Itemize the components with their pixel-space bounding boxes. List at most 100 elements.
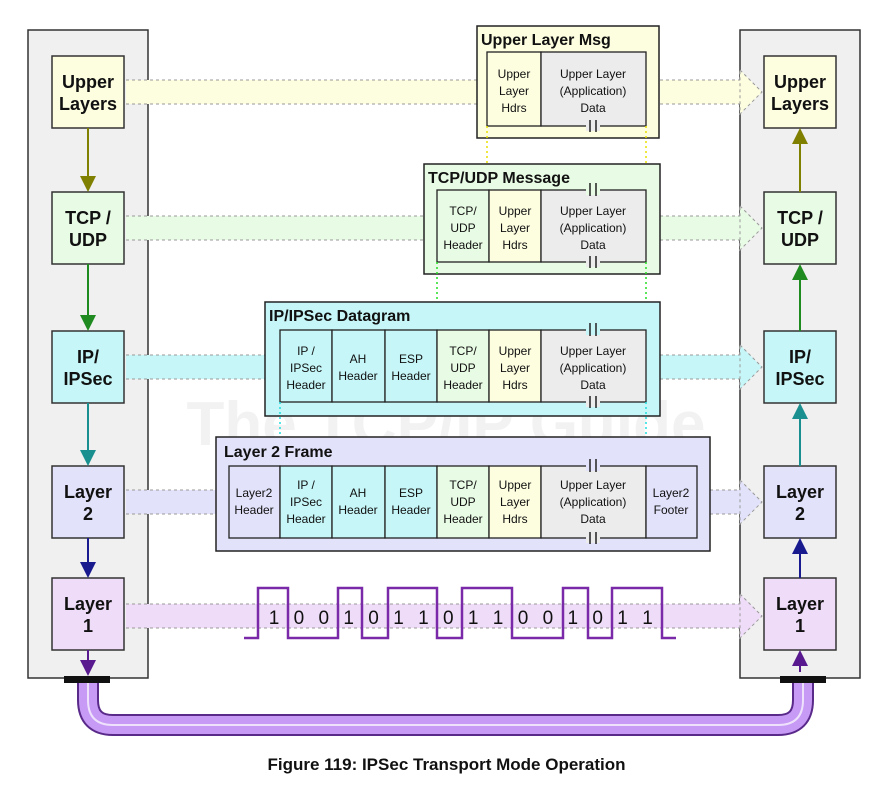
tcp-msg-tcp-3: Header — [443, 238, 482, 252]
bit-label: 0 — [592, 608, 603, 629]
ip-dg-ah-1: AH — [350, 352, 367, 366]
flow-band-upper — [126, 68, 763, 116]
l2-frame-title: Layer 2 Frame — [224, 444, 333, 461]
l2-hdrs-2: Layer — [500, 495, 530, 509]
ip-ipsec-datagram-packet: IP/IPSec Datagram IP / IPSec Header AH H… — [264, 301, 661, 417]
ip-dg-hdrs-2: Layer — [500, 361, 530, 375]
left-l2-label-1: Layer — [64, 482, 112, 502]
l2-ip-1: IP / — [297, 478, 315, 492]
ip-dg-ip-1: IP / — [297, 344, 315, 358]
right-l1-label-1: Layer — [776, 594, 824, 614]
ip-dg-ip-2: IPSec — [290, 361, 322, 375]
bit-label: 1 — [617, 608, 628, 629]
layer2-frame-packet: Layer 2 Frame Layer2 Header IP / IPSec H… — [215, 436, 711, 552]
bit-label: 1 — [468, 608, 479, 629]
right-tcp-label-2: UDP — [781, 230, 819, 250]
l2-ftr-2: Footer — [654, 503, 689, 517]
l2-hdrs-1: Upper — [499, 478, 532, 492]
right-ip-box — [763, 330, 837, 404]
l2-ip-3: Header — [286, 512, 325, 526]
upper-layer-msg-packet: Upper Layer Msg Upper Layer Hdrs Upper L… — [476, 25, 660, 139]
upper-msg-title: Upper Layer Msg — [481, 32, 611, 49]
l2-ah-2: Header — [338, 503, 377, 517]
right-l2-label-2: 2 — [795, 504, 805, 524]
bit-label: 0 — [294, 608, 305, 629]
tcp-msg-title: TCP/UDP Message — [428, 170, 570, 187]
l2-data-1: Upper Layer — [560, 478, 626, 492]
figure-caption: Figure 119: IPSec Transport Mode Operati… — [267, 755, 626, 774]
bit-label: 0 — [518, 608, 529, 629]
l2-tcp-2: UDP — [450, 495, 475, 509]
tcp-msg-hdrs-2: Layer — [500, 221, 530, 235]
right-tcp-label-1: TCP / — [777, 208, 823, 228]
right-upper-layers-box — [763, 55, 837, 129]
l2-data-3: Data — [580, 512, 606, 526]
flow-band-ip — [126, 343, 763, 391]
l2-tcp-3: Header — [443, 512, 482, 526]
bit-label: 0 — [543, 608, 554, 629]
bit-label: 1 — [568, 608, 579, 629]
ip-dg-ip-3: Header — [286, 378, 325, 392]
left-tcp-box — [51, 191, 125, 265]
upper-msg-hdrs-2: Layer — [499, 84, 529, 98]
left-upper-label-1: Upper — [62, 72, 114, 92]
left-ip-label-1: IP/ — [77, 347, 99, 367]
upper-msg-data-3: Data — [580, 101, 606, 115]
ip-dg-hdrs-3: Hdrs — [502, 378, 527, 392]
bit-label: 0 — [368, 608, 379, 629]
ip-dg-data-3: Data — [580, 378, 606, 392]
bit-label: 1 — [343, 608, 354, 629]
l2-ftr-1: Layer2 — [653, 486, 690, 500]
ip-dg-data-2: (Application) — [560, 361, 627, 375]
tcp-msg-data-2: (Application) — [560, 221, 627, 235]
right-ip-label-1: IP/ — [789, 347, 811, 367]
ip-dg-ah-2: Header — [338, 369, 377, 383]
right-l1-box — [763, 577, 837, 651]
ip-dg-tcp-3: Header — [443, 378, 482, 392]
l2-hdr-2: Header — [234, 503, 273, 517]
bit-label: 0 — [443, 608, 454, 629]
right-l2-box — [763, 465, 837, 539]
left-l1-label-2: 1 — [83, 616, 93, 636]
ip-dg-tcp-2: UDP — [450, 361, 475, 375]
left-l2-box — [51, 465, 125, 539]
l2-ip-2: IPSec — [290, 495, 322, 509]
bit-label: 1 — [493, 608, 504, 629]
l2-data-2: (Application) — [560, 495, 627, 509]
bit-label: 1 — [269, 608, 280, 629]
upper-msg-data-1: Upper Layer — [560, 67, 626, 81]
left-ip-label-2: IPSec — [63, 369, 112, 389]
l2-esp-1: ESP — [399, 486, 423, 500]
flow-band-l2 — [126, 478, 763, 526]
left-upper-layers-box — [51, 55, 125, 129]
bit-label: 1 — [393, 608, 404, 629]
l2-tcp-1: TCP/ — [449, 478, 477, 492]
right-l1-label-2: 1 — [795, 616, 805, 636]
ip-dg-hdrs-1: Upper — [499, 344, 532, 358]
right-ip-label-2: IPSec — [775, 369, 824, 389]
l2-hdrs-3: Hdrs — [502, 512, 527, 526]
ip-datagram-title: IP/IPSec Datagram — [269, 308, 410, 325]
bit-label: 0 — [319, 608, 330, 629]
ip-dg-tcp-1: TCP/ — [449, 344, 477, 358]
flow-band-tcp — [126, 204, 763, 252]
ip-dg-data-1: Upper Layer — [560, 344, 626, 358]
tcp-msg-hdrs-1: Upper — [499, 204, 532, 218]
tcp-msg-data-1: Upper Layer — [560, 204, 626, 218]
bit-label: 1 — [642, 608, 653, 629]
tcp-msg-tcp-2: UDP — [450, 221, 475, 235]
tcp-udp-message-packet: TCP/UDP Message TCP/ UDP Header Upper La… — [423, 163, 661, 275]
tcp-msg-hdrs-3: Hdrs — [502, 238, 527, 252]
left-ip-box — [51, 330, 125, 404]
left-l2-label-2: 2 — [83, 504, 93, 524]
right-tcp-box — [763, 191, 837, 265]
ip-dg-esp-2: Header — [391, 369, 430, 383]
upper-msg-hdrs-1: Upper — [498, 67, 531, 81]
upper-msg-hdrs-3: Hdrs — [501, 101, 526, 115]
right-l2-label-1: Layer — [776, 482, 824, 502]
upper-msg-data-2: (Application) — [560, 84, 627, 98]
ip-dg-esp-1: ESP — [399, 352, 423, 366]
left-l1-label-1: Layer — [64, 594, 112, 614]
